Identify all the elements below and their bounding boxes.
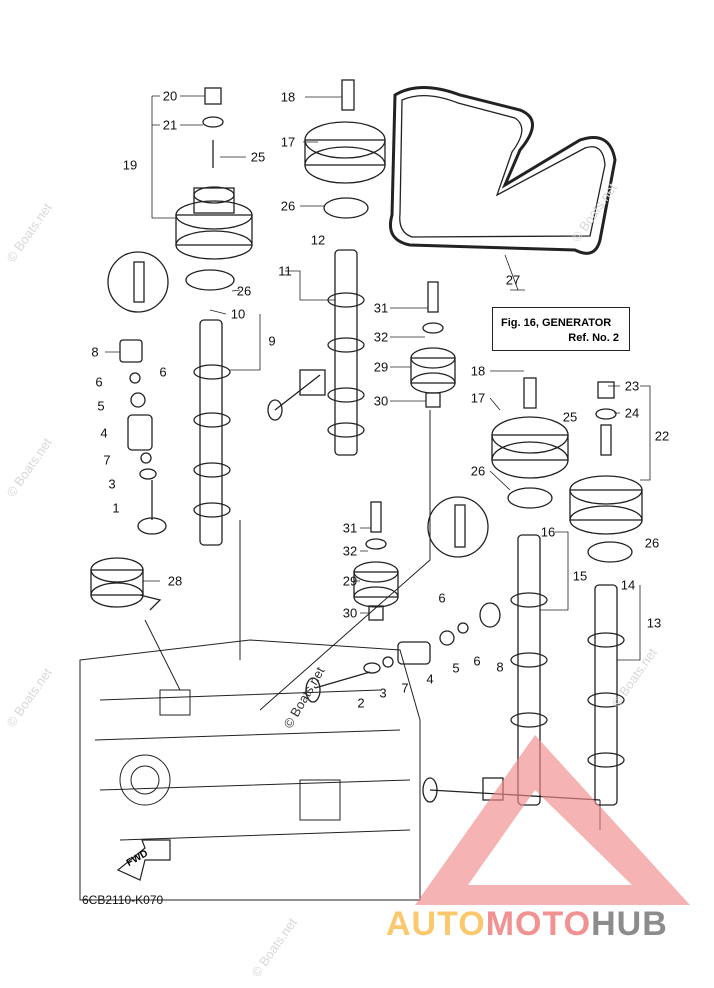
logo-part-moto: MOTO <box>485 905 592 943</box>
callout: 30 <box>342 605 358 621</box>
callout: 26 <box>470 463 486 479</box>
callout: 17 <box>280 134 296 150</box>
logo-part-hub: HUB <box>591 905 668 943</box>
logo-part-auto: AUTO <box>386 905 486 943</box>
callout: 29 <box>373 359 389 375</box>
callout: 7 <box>103 452 111 468</box>
callout: 25 <box>562 409 578 425</box>
callout: 14 <box>620 577 636 593</box>
detail-circle <box>427 496 489 558</box>
callout: 5 <box>452 660 460 676</box>
callout: 22 <box>654 428 670 444</box>
callout: 6 <box>473 653 481 669</box>
timing-belt <box>389 86 617 255</box>
callout: 13 <box>646 615 662 631</box>
callout: 28 <box>167 573 183 589</box>
fwd-arrow <box>116 839 171 881</box>
callout: 18 <box>280 89 296 105</box>
callout: 26 <box>280 198 296 214</box>
cylinder-head <box>79 410 601 901</box>
reference-box: Fig. 16, GENERATOR Ref. No. 2 <box>492 307 630 351</box>
callout: 19 <box>122 157 138 173</box>
camshaft-pulley-center <box>304 79 386 219</box>
callout: 11 <box>278 263 292 279</box>
callout: 16 <box>540 524 556 540</box>
callout: 29 <box>342 573 358 589</box>
diagram-code: 6CB2110-K070 <box>82 893 164 907</box>
callout: 15 <box>572 568 588 584</box>
callout: 6 <box>159 364 167 380</box>
callout: 4 <box>100 425 108 441</box>
callout: 5 <box>97 398 105 414</box>
idler-upper <box>410 281 456 408</box>
camshaft-left <box>193 319 231 546</box>
callout: 9 <box>268 333 276 349</box>
callout: 27 <box>505 272 521 288</box>
reference-title: Fig. 16, GENERATOR <box>501 317 612 329</box>
logo-triangle <box>415 735 690 905</box>
callout: 3 <box>379 685 387 701</box>
callout: 32 <box>373 329 389 345</box>
leader-lines <box>105 95 651 661</box>
callout: 25 <box>250 149 266 165</box>
callout: 4 <box>426 671 434 687</box>
callout: 10 <box>230 306 246 322</box>
callout: 24 <box>624 405 640 421</box>
valve-parts-right <box>305 602 501 703</box>
callout: 31 <box>342 520 358 536</box>
callout: 6 <box>438 590 446 606</box>
valve-parts-left <box>119 339 167 535</box>
callout: 8 <box>91 344 99 360</box>
camshaft-pulley-left <box>175 87 253 291</box>
callout: 1 <box>112 500 120 516</box>
callout: 21 <box>162 117 178 133</box>
callout: 3 <box>108 476 116 492</box>
callout: 12 <box>310 232 326 248</box>
callout: 17 <box>470 390 486 406</box>
callout: 2 <box>357 695 365 711</box>
callout: 26 <box>236 283 252 299</box>
callout: 20 <box>162 88 178 104</box>
callout: 6 <box>95 374 103 390</box>
reference-number: Ref. No. 2 <box>568 332 619 344</box>
callout: 31 <box>373 300 389 316</box>
callout: 18 <box>470 363 486 379</box>
camshaft-center <box>267 249 365 456</box>
tensioner <box>90 557 162 611</box>
idler-lower <box>353 501 399 621</box>
callout: 26 <box>644 535 660 551</box>
callout: 7 <box>401 680 409 696</box>
automotohub-logo: AUTOMOTOHUB <box>386 905 668 944</box>
callout: 23 <box>624 378 640 394</box>
detail-circle <box>107 251 169 313</box>
callout: 8 <box>496 659 504 675</box>
callout: 30 <box>373 393 389 409</box>
camshaft-pulley-right <box>491 377 643 563</box>
callout: 32 <box>342 543 358 559</box>
